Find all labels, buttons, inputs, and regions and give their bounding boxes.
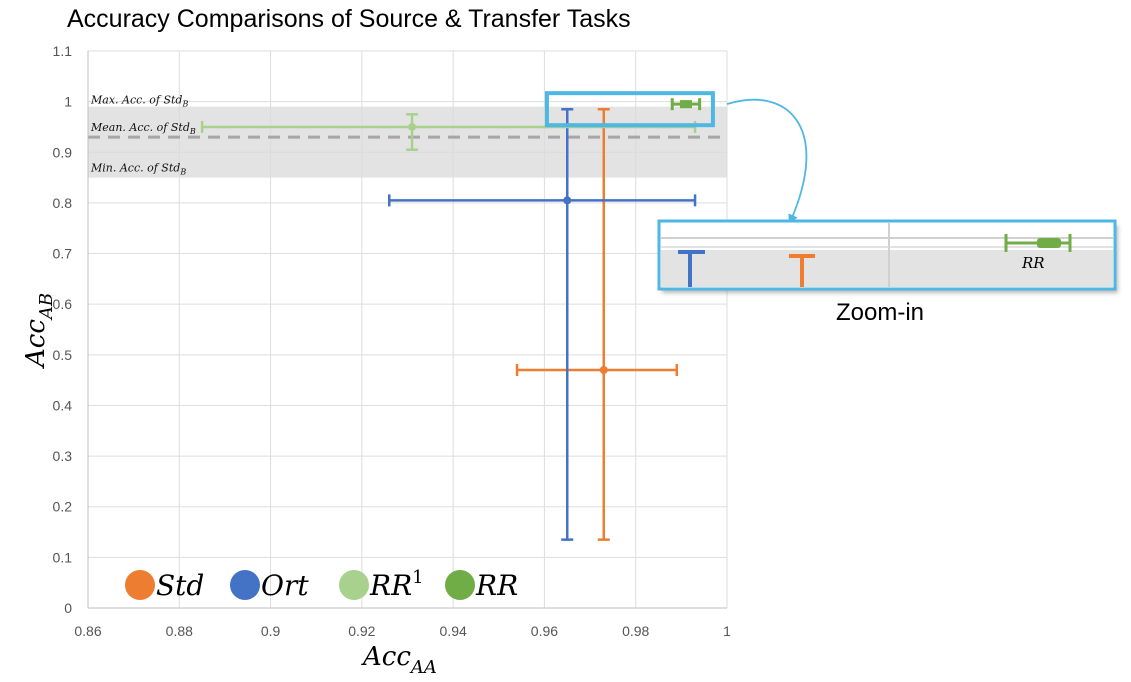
y-tick-label-9: 0.9 — [53, 144, 73, 160]
y-tick-label-11: 1.1 — [53, 43, 73, 59]
rr-point — [681, 100, 690, 109]
x-axis-title-main: Acc — [361, 642, 411, 672]
legend-label-name-std: Std — [156, 569, 204, 602]
zoom-inset: RR — [657, 219, 1117, 291]
legend-marker-rr1 — [339, 570, 369, 600]
min-reference-label: Min. Acc. of StdB — [90, 162, 186, 177]
legend-item-std: Std — [125, 569, 204, 602]
reference-band — [88, 106, 727, 178]
y-tick-label-1: 0.1 — [53, 549, 73, 565]
x-tick-label-5: 0.96 — [531, 623, 558, 639]
y-tick-label-4: 0.4 — [53, 397, 73, 413]
x-tick-label-0: 0.86 — [74, 623, 101, 639]
x-tick-label-7: 1 — [723, 623, 731, 639]
y-axis-title-sub: AB — [36, 293, 57, 321]
legend-label-ort: Ort — [261, 569, 309, 602]
y-tick-label-8: 0.8 — [53, 195, 73, 211]
legend-label-rr1: RR1 — [369, 567, 424, 602]
zoom-caption: Zoom-in — [836, 299, 924, 326]
y-tick-label-5: 0.5 — [53, 347, 73, 363]
legend-label-name-rr1: RR — [369, 569, 412, 602]
min-reference-label-sub: B — [179, 168, 186, 177]
series-rr — [670, 98, 702, 111]
legend-label-std: Std — [156, 569, 204, 602]
y-tick-label-3: 0.3 — [53, 448, 73, 464]
rr1-point — [408, 122, 417, 131]
legend-label-sup-rr1: 1 — [412, 567, 423, 588]
x-tick-labels: 0.86 0.88 0.9 0.92 0.94 0.96 0.98 1 — [74, 623, 731, 639]
max-reference-label-sub: B — [181, 100, 188, 109]
y-tick-labels: 0 0.1 0.2 0.3 0.4 0.5 0.6 0.7 0.8 0.9 1 1.1 — [53, 43, 73, 616]
y-tick-label-0: 0 — [64, 600, 72, 616]
x-tick-label-1: 0.88 — [166, 623, 193, 639]
reference-band-fill — [88, 106, 727, 178]
max-reference-label: Max. Acc. of StdB — [90, 94, 188, 109]
min-reference-label-text: Min. Acc. of Std — [90, 162, 180, 175]
x-axis-title-sub: AA — [409, 657, 437, 678]
zoom-inset-rr-label: RR — [1021, 254, 1045, 272]
legend-marker-rr — [445, 570, 475, 600]
series-std — [515, 107, 679, 541]
mean-reference-label: Mean. Acc. of StdB — [90, 121, 196, 136]
x-tick-label-3: 0.92 — [348, 623, 375, 639]
legend-marker-ort — [230, 570, 260, 600]
zoom-inset-band — [661, 250, 1113, 287]
y-tick-label-10: 1 — [64, 94, 72, 110]
zoom-arrow — [726, 98, 808, 225]
y-axis-title-main: Acc — [21, 319, 51, 369]
legend-label-name-rr: RR — [475, 569, 518, 602]
legend-item-rr: RR — [445, 569, 518, 602]
chart-title: Accuracy Comparisons of Source & Transfe… — [67, 5, 631, 33]
y-axis-title: AccAB — [21, 293, 57, 369]
y-tick-label-2: 0.2 — [53, 499, 73, 515]
mean-reference-label-sub: B — [189, 127, 196, 136]
legend-label-rr: RR — [475, 569, 518, 602]
zoom-highlight-box — [544, 91, 715, 128]
axes — [87, 51, 727, 609]
zoom-inset-border — [657, 219, 1117, 291]
zoom-inset-rr-marker — [1037, 238, 1061, 248]
legend-item-rr1: RR1 — [339, 567, 424, 602]
x-tick-label-2: 0.9 — [261, 623, 281, 639]
max-reference-label-text: Max. Acc. of Std — [90, 94, 182, 107]
legend-label-name-ort: Ort — [261, 569, 309, 602]
ort-point — [563, 196, 572, 205]
mean-reference-label-text: Mean. Acc. of Std — [90, 121, 190, 134]
x-tick-label-4: 0.94 — [440, 623, 467, 639]
x-axis-title: AccAA — [361, 642, 437, 678]
std-point — [599, 366, 608, 375]
x-tick-label-6: 0.98 — [622, 623, 649, 639]
series-ort — [387, 107, 697, 541]
y-tick-label-6: 0.6 — [53, 296, 73, 312]
y-tick-label-7: 0.7 — [53, 246, 73, 262]
legend-marker-std — [125, 570, 155, 600]
legend-item-ort: Ort — [230, 569, 309, 602]
